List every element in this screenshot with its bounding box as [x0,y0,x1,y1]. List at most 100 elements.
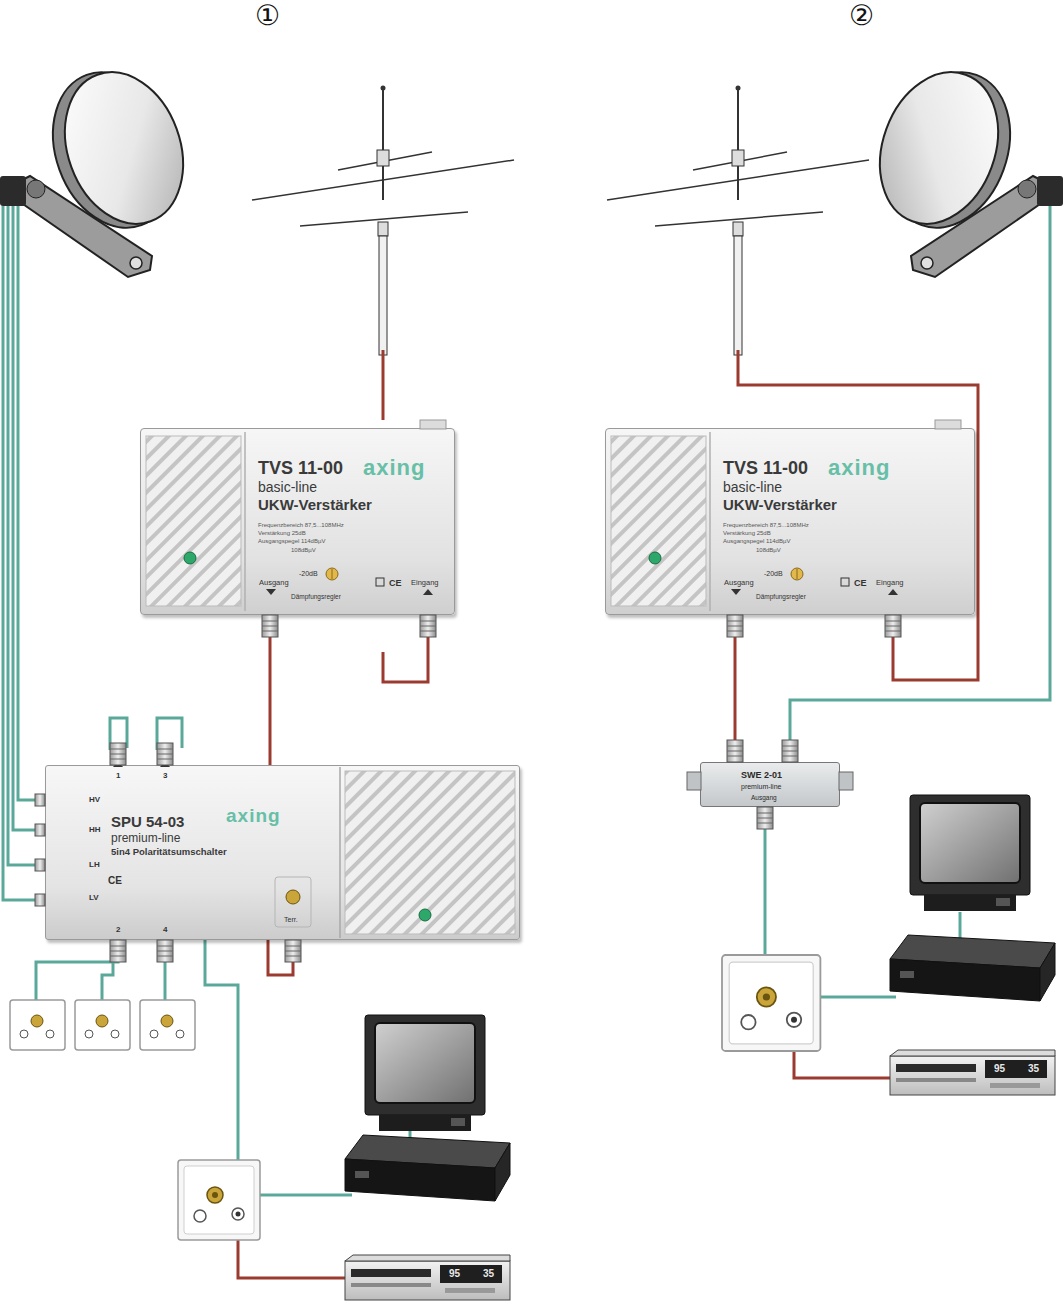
sat-cable [205,940,238,1162]
fm-antenna [607,86,869,356]
control-label: -20dB [299,570,318,577]
amplifier-box: TVS 11-00 basic-lineUKW-Verstärker axingFr… [605,428,975,615]
multiswitch-details [157,940,173,962]
brand-logo: axing [363,457,425,479]
output-number: 4 [163,926,167,934]
amplifier-box: TVS 11-00 basic-lineUKW-Verstärker axingFr… [140,428,455,615]
model-name: SPU 54-03 [111,814,184,829]
video-recorder [890,1050,1055,1095]
satellite-dish [860,55,1063,277]
sat-cable [3,206,1050,1195]
spec-text: 108dBµV [291,547,316,553]
fm-cable [382,350,385,420]
product-type: UKW-Verstärker [723,497,837,512]
sat-cable [164,950,167,1002]
combiner-details [782,740,798,762]
input-label: HV [89,796,100,804]
output-number: 1 [116,772,120,780]
sat-cable [13,206,36,830]
coax-cable [269,615,272,765]
display-digits: 95 [449,1269,460,1279]
combiner-details [727,740,743,762]
port-label: Terr. [284,916,298,923]
multiswitch-details [35,894,45,906]
combiner-details [687,772,701,790]
wall-socket [178,1160,260,1240]
sat-cable [18,206,36,800]
multiswitch-details [157,743,173,765]
callout-number: ② [849,2,874,30]
fm-cable [268,940,293,975]
television [910,795,1030,911]
combiner-details [687,740,853,829]
wall-socket [75,1000,130,1050]
multiswitch-details [35,859,45,871]
sat-receiver [890,935,1055,1001]
product-line: premium-line [111,832,180,844]
product-type: UKW-Verstärker [258,497,372,512]
port-label: Ausgang [724,579,754,587]
multiswitch-details [35,824,45,836]
combiner-details [757,807,773,829]
multiswitch-details [110,940,126,962]
ce-mark: CE [854,579,867,588]
model-name: TVS 11-00 [258,459,343,477]
input-label: LH [89,861,100,869]
wall-socket [10,1000,65,1050]
ce-mark: CE [389,579,402,588]
spec-text: Frequenzbereich 87,5...108MHz [723,522,809,528]
video-recorder [345,1255,510,1300]
spec-text: Frequenzbereich 87,5...108MHz [258,522,344,528]
callout-number: ① [255,2,280,30]
port-label: Ausgang [751,795,777,802]
product-line: basic-line [723,480,782,494]
television [365,1015,485,1131]
control-label: -20dB [764,570,783,577]
port-label: Eingang [411,579,439,587]
input-label: LV [89,894,99,902]
output-number: 3 [163,772,167,780]
combiner-details [839,772,853,790]
display-digits: 35 [483,1269,494,1279]
control-label: Dämpfungsregler [291,594,341,601]
sat-cable [3,206,36,900]
display-digits: 35 [1028,1064,1039,1074]
multiswitch-details [35,794,45,806]
fm-cable [383,630,428,682]
spec-text: Verstärkung 25dB [723,530,771,536]
product-line: premium-line [741,783,781,790]
brand-logo: axing [226,806,281,825]
multiswitch-box: HV HH LH LV 1 3SPU 54-03 premium-line 5in4 Pola… [45,765,520,940]
fm-antenna [252,86,514,356]
product-line: basic-line [258,480,317,494]
model-name: TVS 11-00 [723,459,808,477]
combiner-box: SWE 2-01 premium-lineAusgang [700,762,840,807]
output-number: 2 [116,926,120,934]
ce-mark: CE [108,876,122,886]
product-type: 5in4 Polaritätsumschalter [111,847,227,857]
satellite-dish [0,55,203,277]
model-name: SWE 2-01 [741,771,782,780]
control-label: Dämpfungsregler [756,594,806,601]
sat-cable [36,950,118,1002]
sat-receiver [345,1135,510,1201]
spec-text: 108dBµV [756,547,781,553]
coax-cable [734,615,737,762]
multiswitch-details [285,940,301,962]
sat-cable [102,950,113,1002]
port-label: Eingang [876,579,904,587]
brand-logo: axing [828,457,890,479]
sat-cable [110,718,127,750]
display-digits: 95 [994,1064,1005,1074]
input-label: HH [89,826,101,834]
spec-text: Ausgangspegel 114dBµV [258,538,325,544]
spec-text: Ausgangspegel 114dBµV [723,538,790,544]
sat-cable [8,206,36,865]
wall-socket [722,955,820,1051]
port-label: Ausgang [259,579,289,587]
wall-socket [140,1000,195,1050]
sat-cable [157,718,182,750]
